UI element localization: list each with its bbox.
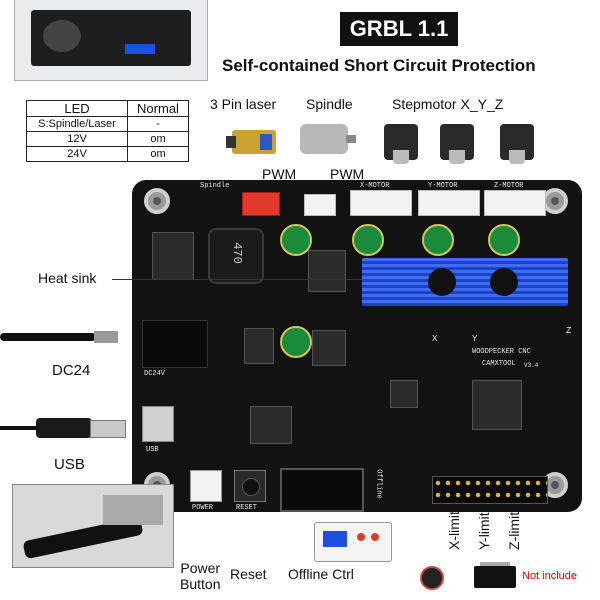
not-include-label: Not include xyxy=(522,570,578,582)
led-row-value: om xyxy=(127,131,189,147)
limit-switch-image xyxy=(406,562,446,590)
x-limit-label: X-limit xyxy=(446,511,462,550)
mount-hole xyxy=(144,188,170,214)
pwm-label-right: PWM xyxy=(330,166,365,182)
spindle-motor-image xyxy=(300,124,356,154)
led-row-label: 12V xyxy=(26,131,128,147)
led-header: LED xyxy=(26,100,128,117)
dc24v-silk: DC24V xyxy=(144,370,166,378)
regulator-chip xyxy=(152,232,194,280)
controller-board: Spindle X-MOTOR Y-MOTOR Z-MOTOR 470 DC24… xyxy=(132,180,582,512)
mount-hole xyxy=(542,188,568,214)
heat-sink xyxy=(362,258,568,306)
laser-module-image xyxy=(226,130,276,154)
mosfet-chip xyxy=(312,330,346,366)
z-motor-connector xyxy=(484,190,546,216)
capacitor xyxy=(488,224,520,256)
heat-sink-leader-line xyxy=(112,279,362,280)
led-row-value: - xyxy=(127,116,189,132)
led-table: LED Normal S:Spindle/Laser - 12V om 24V … xyxy=(26,100,189,162)
z-axis-silk: Z xyxy=(566,326,572,336)
dc-cable-image xyxy=(0,330,120,344)
capacitor xyxy=(422,224,454,256)
offline-controller-image xyxy=(314,522,392,562)
y-limit-label: Y-limit xyxy=(476,512,492,550)
dc24-label: DC24 xyxy=(52,362,91,379)
power-switch[interactable] xyxy=(190,470,222,502)
stepmotor-y-image xyxy=(440,124,474,164)
version-silk: V3.4 xyxy=(524,362,539,369)
capacitor xyxy=(352,224,384,256)
offline-header xyxy=(280,468,364,512)
stepmotor-label: Stepmotor X_Y_Z xyxy=(392,96,504,112)
brand-silk: WOODPECKER CNC xyxy=(472,348,531,356)
spindle-silk: Spindle xyxy=(200,182,230,190)
x-axis-silk: X xyxy=(432,334,438,344)
mosfet-chip xyxy=(244,328,274,364)
grbl-badge: GRBL 1.1 xyxy=(340,12,458,46)
x-motor-connector xyxy=(350,190,412,216)
power-button-label: Power Button xyxy=(180,560,221,592)
capacitor xyxy=(280,224,312,256)
z-limit-label: Z-limit xyxy=(506,511,522,550)
regulator-chip xyxy=(308,250,346,292)
driver-chip xyxy=(390,380,418,408)
offline-ctrl-label: Offline Ctrl xyxy=(288,566,354,582)
mcu-chip xyxy=(472,380,522,430)
reset-label: Reset xyxy=(230,566,267,582)
spindle-connector xyxy=(304,194,336,216)
brand2-silk: CAMXTOOL xyxy=(482,360,516,368)
dc-jack xyxy=(142,320,208,368)
reset-button[interactable] xyxy=(234,470,266,502)
pwm-label-left: PWM xyxy=(262,166,297,182)
capacitor xyxy=(280,326,312,358)
y-axis-silk: Y xyxy=(472,334,478,344)
spindle-label: Spindle xyxy=(306,96,353,112)
usb-label: USB xyxy=(54,456,85,473)
usb-cable-image xyxy=(0,412,130,440)
stepmotor-x-image xyxy=(384,124,418,164)
led-row-value: om xyxy=(127,146,189,162)
enclosure-photo xyxy=(14,0,208,81)
laser-connector xyxy=(242,192,280,216)
normal-header: Normal xyxy=(127,100,189,117)
y-motor-connector xyxy=(418,190,480,216)
connection-detail-photo xyxy=(12,484,174,568)
offline-silk: Offline xyxy=(374,469,383,499)
led-row-label: S:Spindle/Laser xyxy=(26,116,128,132)
limit-header xyxy=(432,476,548,504)
reset-silk: RESET xyxy=(236,504,258,512)
subtitle: Self-contained Short Circuit Protection xyxy=(222,56,536,75)
x-motor-silk: X-MOTOR xyxy=(360,182,390,190)
usb-chip xyxy=(250,406,292,444)
microswitch-image xyxy=(474,562,516,588)
inductor: 470 xyxy=(208,228,264,284)
stepmotor-z-image xyxy=(500,124,534,164)
power-silk: POWER xyxy=(192,504,214,512)
led-row-label: 24V xyxy=(26,146,128,162)
y-motor-silk: Y-MOTOR xyxy=(428,182,458,190)
heat-sink-label: Heat sink xyxy=(38,270,97,286)
laser-label: 3 Pin laser xyxy=(210,96,277,112)
z-motor-silk: Z-MOTOR xyxy=(494,182,524,190)
usb-port xyxy=(142,406,174,442)
usb-silk: USB xyxy=(146,446,159,454)
